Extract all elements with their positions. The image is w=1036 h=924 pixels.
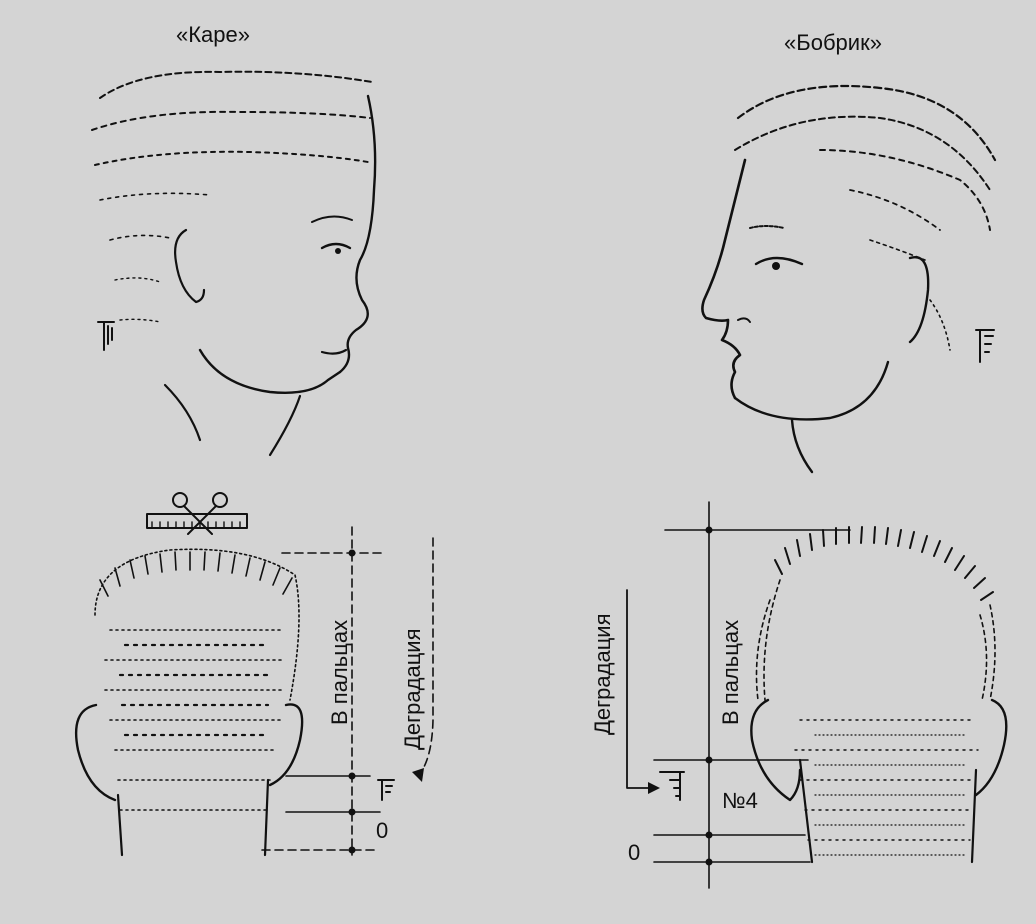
kare-profile-illustration (92, 72, 375, 455)
title-kare: «Каре» (176, 22, 250, 47)
kare-back-view-illustration (76, 493, 302, 855)
bobrik-label-fingers: В пальцах (718, 620, 743, 725)
bobrik-label-zero: 0 (628, 840, 640, 865)
title-bobrik: «Бобрик» (784, 30, 882, 55)
kare-label-zero: 0 (376, 818, 388, 843)
bobrik-profile-illustration (702, 86, 995, 472)
kare-label-degradation: Деградация (400, 628, 425, 750)
bobrik-label-degradation: Деградация (590, 613, 615, 735)
bobrik-back-view-illustration (751, 527, 1006, 862)
kare-label-fingers: В пальцах (327, 620, 352, 725)
bobrik-label-number: №4 (722, 788, 758, 813)
